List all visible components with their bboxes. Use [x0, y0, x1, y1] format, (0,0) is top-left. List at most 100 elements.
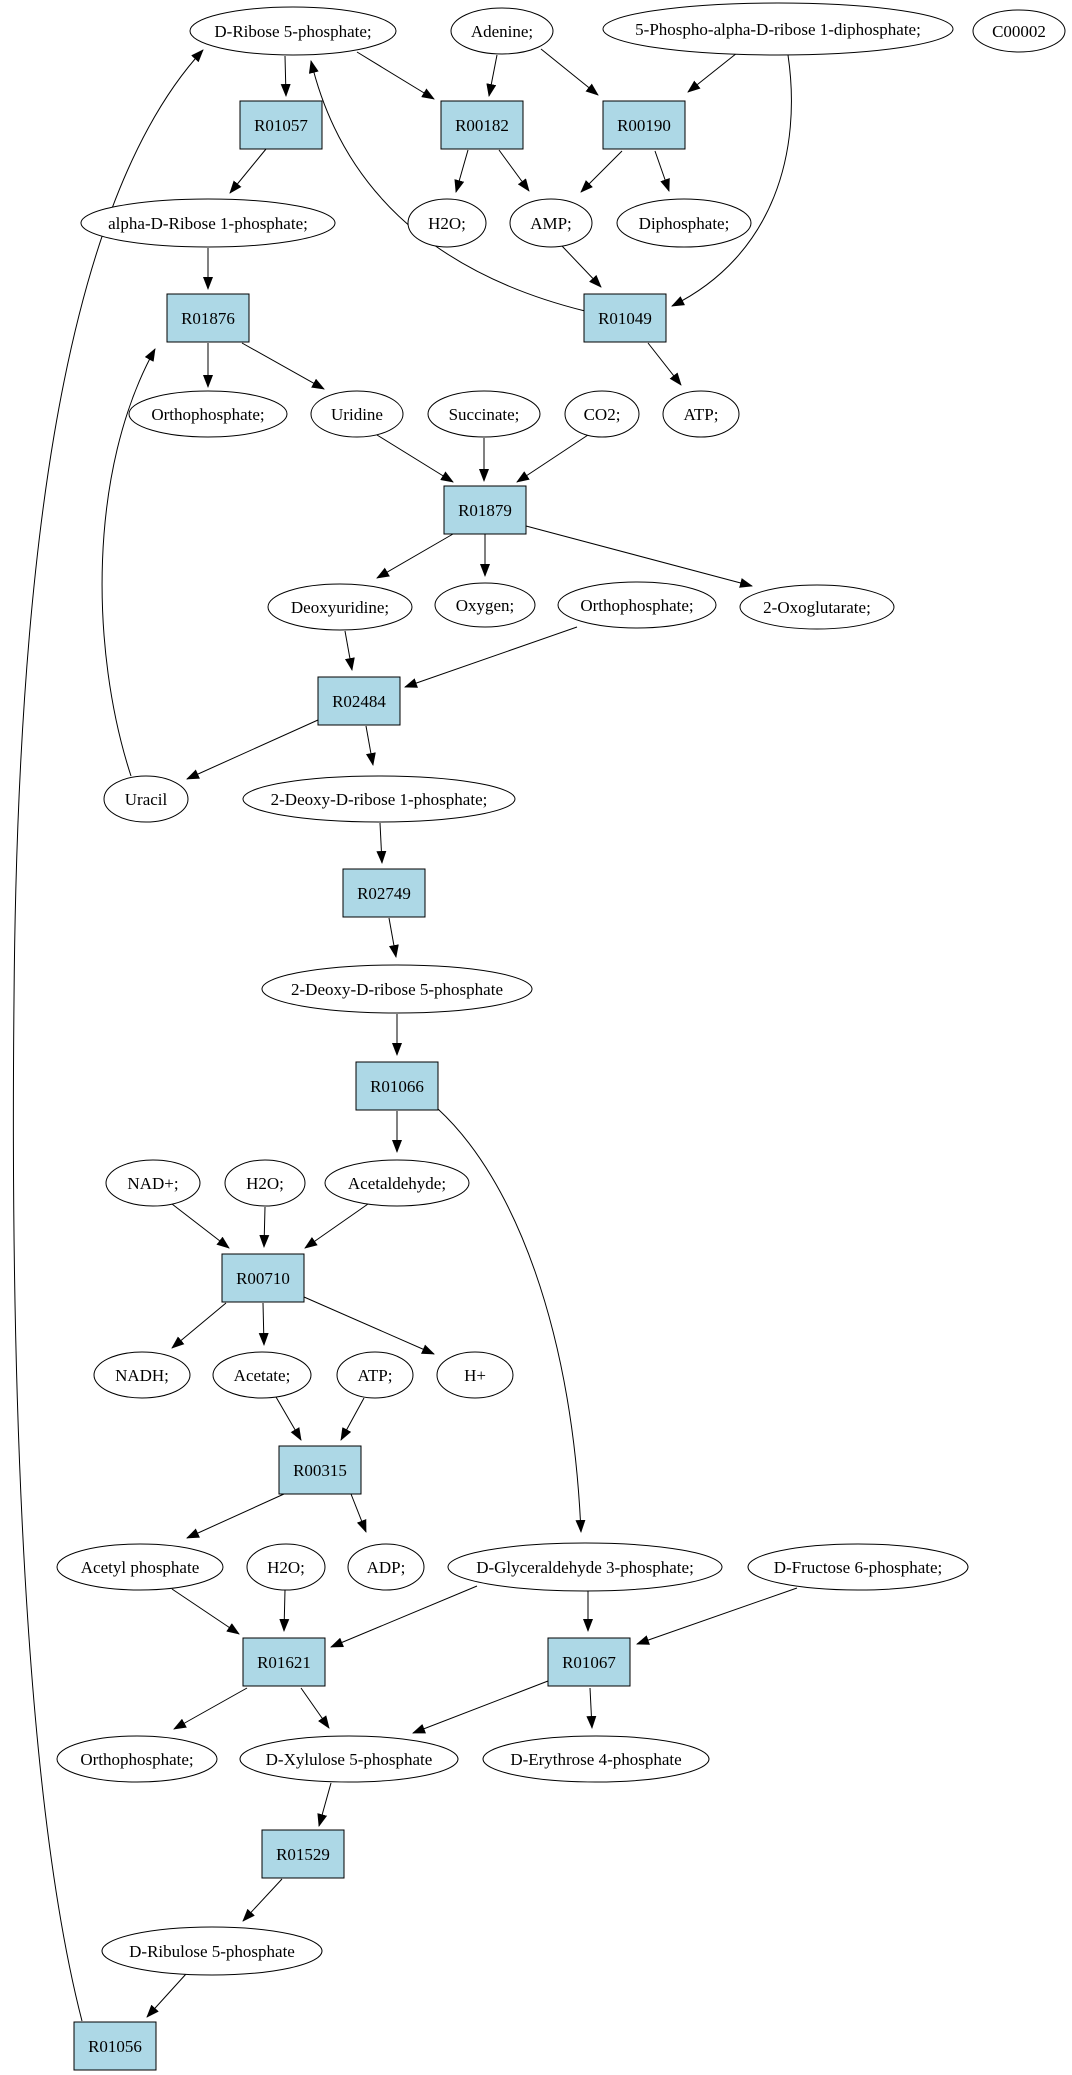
- compound-node-orthophosphate_2: Orthophosphate;: [557, 581, 717, 629]
- edge-ribose5p-to-r00182: [356, 51, 435, 100]
- compound-ellipse: [189, 6, 397, 56]
- compound-node-h2o_3: H2O;: [246, 1543, 326, 1591]
- node-label: R01067: [562, 1653, 616, 1672]
- edge-r00182-to-amp: [498, 149, 530, 192]
- compound-ellipse: [224, 1159, 306, 1207]
- compound-node-x5p: D-Xylulose 5-phosphate: [239, 1735, 459, 1783]
- reaction-node-r01621: R01621: [242, 1637, 326, 1687]
- edges-layer: [12, 48, 798, 2022]
- node-label: C00002: [992, 22, 1046, 41]
- edge-r02484-to-uracil: [186, 719, 319, 780]
- edge-r01621-to-orthophosphate_3: [173, 1687, 248, 1730]
- reaction-node-r01067: R01067: [547, 1637, 631, 1687]
- node-label: D-Xylulose 5-phosphate: [266, 1750, 433, 1769]
- edge-r01876-to-uridine: [241, 342, 325, 390]
- reaction-box: [278, 1445, 362, 1495]
- node-label: NAD+;: [127, 1174, 178, 1193]
- compound-ellipse: [739, 584, 895, 630]
- reaction-box: [166, 293, 250, 343]
- compound-node-h2o_1: H2O;: [407, 198, 487, 248]
- edge-r01529-to-ribulose5p: [242, 1878, 283, 1922]
- node-label: Oxygen;: [456, 596, 515, 615]
- compound-node-deoxyrib1p: 2-Deoxy-D-ribose 1-phosphate;: [242, 775, 516, 823]
- compound-ellipse: [436, 1351, 514, 1399]
- reaction-box: [317, 676, 401, 726]
- compound-node-orthophosphate_3: Orthophosphate;: [56, 1735, 218, 1783]
- reaction-box: [440, 100, 524, 150]
- compound-ellipse: [450, 7, 554, 55]
- node-label: D-Ribulose 5-phosphate: [129, 1942, 295, 1961]
- edge-h2o_3-to-r01621: [279, 1589, 290, 1632]
- compound-ellipse: [336, 1351, 414, 1399]
- compound-ellipse: [747, 1543, 969, 1591]
- edge-r01056-to-ribose5p: [12, 49, 204, 2022]
- compound-ellipse: [267, 583, 413, 631]
- compound-ellipse: [103, 775, 189, 823]
- edge-r01049-to-ribose5p: [308, 60, 586, 312]
- edge-uridine-to-r01879: [376, 434, 454, 483]
- edge-nadplus-to-r00710: [171, 1203, 230, 1249]
- compound-ellipse: [427, 390, 541, 438]
- node-label: Acetaldehyde;: [348, 1174, 446, 1193]
- node-label: R02749: [357, 884, 411, 903]
- compound-ellipse: [56, 1735, 218, 1783]
- edge-r00710-to-hplus: [303, 1296, 435, 1355]
- reaction-box: [547, 1637, 631, 1687]
- node-label: Acetyl phosphate: [81, 1558, 200, 1577]
- reaction-box: [443, 485, 527, 535]
- edge-r02749-to-deoxyrib5p: [388, 917, 399, 958]
- compound-node-deoxyuridine: Deoxyuridine;: [267, 583, 413, 631]
- compound-node-atp_2: ATP;: [336, 1351, 414, 1399]
- nodes-layer: D-Ribose 5-phosphate;Adenine;5-Phospho-a…: [56, 2, 1066, 2071]
- compound-ellipse: [246, 1543, 326, 1591]
- edge-r02484-to-deoxyrib1p: [365, 725, 376, 766]
- compound-ellipse: [407, 198, 487, 248]
- edge-f6p-to-r01067: [636, 1587, 798, 1645]
- node-label: R01049: [598, 309, 652, 328]
- edge-r01057-to-arib1p: [229, 148, 267, 194]
- reaction-box: [602, 100, 686, 150]
- edge-amp-to-r01049: [561, 245, 602, 288]
- node-label: R01529: [276, 1845, 330, 1864]
- node-label: R01876: [181, 309, 235, 328]
- compound-ellipse: [434, 582, 536, 628]
- edge-prpp-to-r00190: [687, 52, 738, 93]
- reaction-node-r00190: R00190: [602, 100, 686, 150]
- compound-ellipse: [80, 198, 336, 248]
- node-label: D-Ribose 5-phosphate;: [214, 22, 371, 41]
- compound-ellipse: [972, 9, 1066, 53]
- edge-x5p-to-r01529: [317, 1782, 332, 1827]
- compound-ellipse: [662, 390, 740, 438]
- edge-acetylphos-to-r01621: [171, 1588, 240, 1635]
- compound-node-e4p: D-Erythrose 4-phosphate: [482, 1735, 710, 1783]
- node-label: R01066: [370, 1077, 424, 1096]
- edge-ribose5p-to-r01057: [280, 55, 291, 97]
- node-label: Uracil: [125, 790, 168, 809]
- compound-ellipse: [239, 1735, 459, 1783]
- compound-node-orthophosphate_1: Orthophosphate;: [128, 390, 288, 438]
- compound-node-ribose5p: D-Ribose 5-phosphate;: [189, 6, 397, 56]
- node-label: Adenine;: [471, 22, 533, 41]
- compound-ellipse: [261, 964, 533, 1014]
- reaction-box: [342, 868, 426, 918]
- node-label: Uridine: [331, 405, 383, 424]
- compound-ellipse: [105, 1159, 201, 1207]
- compound-ellipse: [482, 1735, 710, 1783]
- edge-r00315-to-acetylphos: [186, 1493, 285, 1539]
- node-label: R00182: [455, 116, 509, 135]
- compound-node-c00002: C00002: [972, 9, 1066, 53]
- node-label: H+: [464, 1366, 486, 1385]
- edge-r01049-to-atp_1: [647, 342, 682, 386]
- compound-node-hplus: H+: [436, 1351, 514, 1399]
- edge-h2o_2-to-r00710: [259, 1206, 270, 1248]
- node-label: ATP;: [684, 405, 719, 424]
- node-label: alpha-D-Ribose 1-phosphate;: [108, 214, 308, 233]
- node-label: H2O;: [428, 214, 466, 233]
- compound-node-arib1p: alpha-D-Ribose 1-phosphate;: [80, 198, 336, 248]
- compound-ellipse: [347, 1543, 425, 1591]
- node-label: R00710: [236, 1269, 290, 1288]
- node-label: CO2;: [584, 405, 621, 424]
- reaction-node-r02484: R02484: [317, 676, 401, 726]
- node-label: R02484: [332, 692, 386, 711]
- edge-deoxyrib1p-to-r02749: [376, 822, 387, 864]
